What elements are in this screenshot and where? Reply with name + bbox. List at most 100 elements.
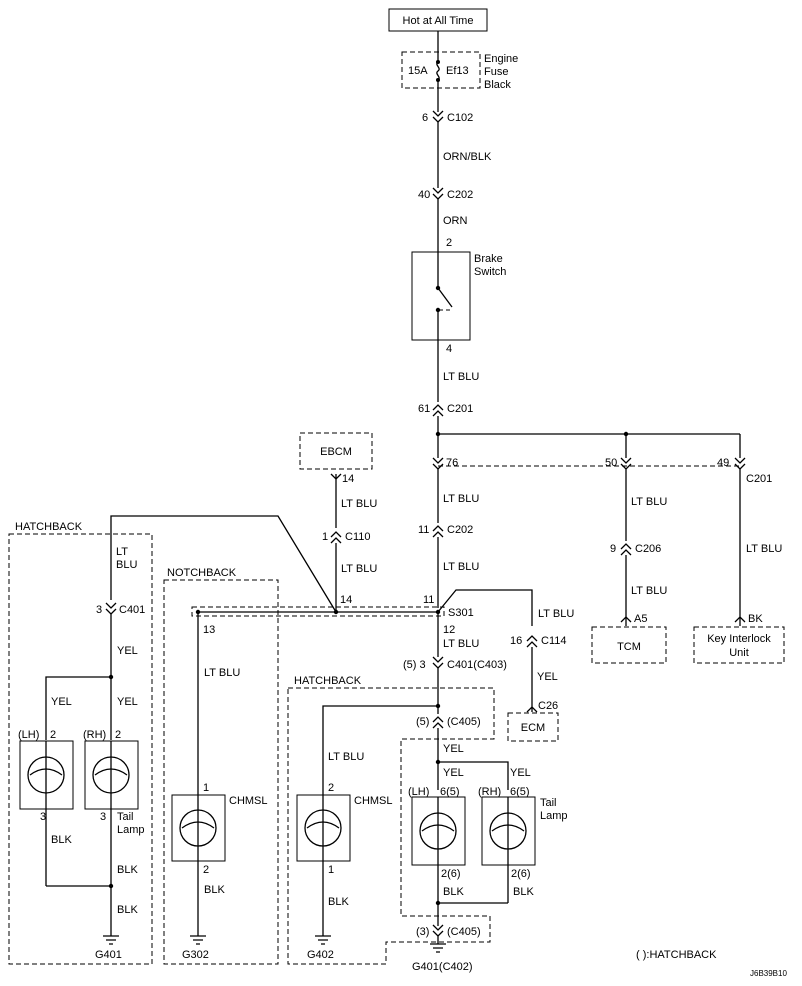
- wire-label-lt-blu: LT BLU: [443, 371, 479, 383]
- wire-label-orn: ORN: [443, 215, 468, 227]
- wire-label-lt-blu: LT BLU: [328, 751, 364, 763]
- c201-pin76: 76: [446, 457, 458, 469]
- connector-c405-bottom-icon: [432, 924, 444, 937]
- wire-label-blk: BLK: [443, 886, 464, 898]
- c102-label: C102: [447, 112, 473, 124]
- brake-switch-label-2: Switch: [474, 266, 506, 278]
- wire-label-lt-blu: LT BLU: [443, 638, 479, 650]
- wire-lt-blu-chmsl: [322, 705, 438, 795]
- region-notchback: [163, 579, 279, 965]
- connector-c401-main-icon: [432, 656, 444, 669]
- fuse-label-fuse: Fuse: [484, 66, 508, 78]
- lamp-rh-right-pin-top: 6(5): [510, 786, 530, 798]
- c405-top-pin: (5): [416, 716, 429, 728]
- connector-c401-left-icon: [105, 602, 117, 615]
- connector-c405-top-icon: [432, 716, 444, 729]
- fuse-node-top: [436, 60, 440, 64]
- fuse-rating: 15A: [408, 65, 428, 77]
- c401-left-pin: 3: [96, 604, 102, 616]
- wire-label-lt-blu: LT BLU: [341, 563, 377, 575]
- c201-pin: 61: [418, 403, 430, 415]
- connector-c202-mid-icon: [432, 525, 444, 538]
- c201-pin76-icon: [432, 457, 444, 470]
- wire-label-lt-blu: LT BLU: [443, 493, 479, 505]
- c114-label: C114: [541, 635, 566, 647]
- c201-pin50: 50: [605, 457, 617, 469]
- wire-label-blk: BLK: [204, 884, 225, 896]
- connector-c114-icon: [526, 635, 538, 648]
- c401-left-label: C401: [119, 604, 145, 616]
- legend-hatchback-note: ( ):HATCHBACK: [636, 949, 717, 961]
- lamp-rh-label: (RH): [83, 729, 106, 741]
- key-interlock-label-1: Key Interlock: [707, 633, 771, 645]
- ground-icon: [103, 935, 119, 945]
- lamp-lh-right-pin-top: 6(5): [440, 786, 460, 798]
- ground-icon: [430, 943, 446, 953]
- bulb-filament-icon: [94, 768, 128, 776]
- c201-pin49: 49: [717, 457, 729, 469]
- bulb-filament-icon: [181, 821, 215, 829]
- bulb-icon: [27, 756, 65, 794]
- chmsl-hatch-pin-top: 2: [328, 782, 334, 794]
- bulb-icon: [304, 809, 342, 847]
- bulb-icon: [92, 756, 130, 794]
- c405-bottom-label: (C405): [447, 926, 481, 938]
- c110-pin: 1: [322, 531, 328, 543]
- wire-lt-blu-hatchback: [110, 515, 337, 613]
- ground-g401-left: G401: [95, 949, 122, 961]
- wire-label-lt-blu: LT BLU: [631, 496, 667, 508]
- wire-label-lt-blu: LT BLU: [341, 498, 377, 510]
- ground-icon: [190, 935, 206, 945]
- chmsl-hatch-pin-bottom: 1: [328, 864, 334, 876]
- wire-label-blk: BLK: [328, 896, 349, 908]
- c405-top-label: (C405): [447, 716, 481, 728]
- tcm-label: TCM: [617, 641, 641, 653]
- brake-switch-label-1: Brake: [474, 253, 503, 265]
- brake-pin-bottom: 4: [446, 343, 452, 355]
- tcm-pin: A5: [634, 613, 647, 625]
- c202-label: C202: [447, 189, 473, 201]
- c114-pin: 16: [510, 635, 522, 647]
- ecm-pin-icon: [526, 706, 538, 713]
- lamp-rh-pin-bottom: 3: [100, 811, 106, 823]
- bulb-filament-icon: [421, 824, 455, 832]
- wire-label-blk: BLK: [513, 886, 534, 898]
- lamp-lh-label: (LH): [18, 729, 39, 741]
- tail-lamp-label-1: Tail: [117, 811, 134, 823]
- brake-pin-top: 2: [446, 237, 452, 249]
- key-interlock-box: [693, 626, 785, 664]
- c401-main-label: C401(C403): [447, 659, 507, 671]
- wire-label-lt-blu: LT BLU: [204, 667, 240, 679]
- wire-label-yel: YEL: [117, 645, 138, 657]
- chmsl-hatchback-label: CHMSL: [354, 795, 393, 807]
- splice-s301-outline: [191, 606, 445, 617]
- switch-blade: [437, 287, 453, 308]
- splice-pin-bottom: 12: [443, 624, 455, 636]
- splice-pin-left: 14: [340, 594, 352, 606]
- c201-pin50-icon: [620, 457, 632, 470]
- key-pin: BK: [748, 613, 763, 625]
- fuse-label-black: Black: [484, 79, 511, 91]
- bulb-icon: [179, 809, 217, 847]
- fuse-label-engine: Engine: [484, 53, 518, 65]
- lamp-lh-pin-top: 2: [50, 729, 56, 741]
- c102-pin: 6: [422, 112, 428, 124]
- wire-label-lt-blu: LT BLU: [538, 608, 574, 620]
- splice-pin-notch: 13: [203, 624, 215, 636]
- region-hatchback-left: [8, 533, 153, 965]
- c202-mid-label: C202: [447, 524, 473, 536]
- splice-pin-top: 11: [423, 594, 434, 606]
- ebcm-box: [299, 432, 373, 470]
- ecm-pin: C26: [538, 700, 558, 712]
- doc-id: J6B39B10: [750, 969, 787, 978]
- lamp-lh-right-pin-bottom: 2(6): [441, 868, 461, 880]
- wire-label-blk: BLK: [117, 904, 138, 916]
- chmsl-notch-pin-bottom: 2: [203, 864, 209, 876]
- connector-c110-icon: [330, 531, 342, 544]
- region-label-hatchback-right: HATCHBACK: [294, 675, 362, 687]
- lamp-rh-right-pin-bottom: 2(6): [511, 868, 531, 880]
- fuse-box: [401, 51, 481, 89]
- wire-lt-blu-ecm: [437, 589, 533, 626]
- c201-pin49-icon: [734, 457, 746, 470]
